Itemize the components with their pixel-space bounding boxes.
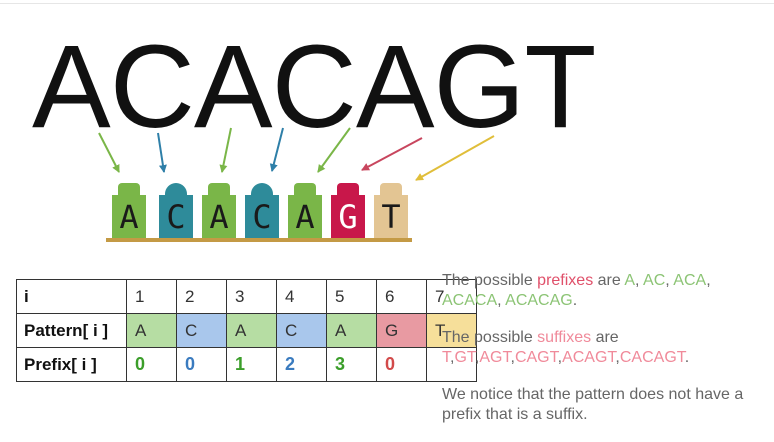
prefixes-word: prefixes bbox=[537, 272, 594, 289]
prefix-item: AC bbox=[643, 272, 666, 289]
pattern-cell: A bbox=[326, 313, 377, 348]
prefix-cell bbox=[426, 347, 477, 382]
conclusion-note: We notice that the pattern does not have… bbox=[442, 386, 744, 423]
block-tab bbox=[380, 183, 402, 196]
prefix-item: ACACA bbox=[442, 292, 498, 309]
top-divider bbox=[0, 3, 774, 4]
block-tab bbox=[294, 183, 316, 196]
block-shelf bbox=[106, 238, 412, 242]
prefix-item: ACACAG bbox=[505, 292, 573, 309]
table-row-pattern: Pattern[ i ] A C A C A G T bbox=[16, 313, 477, 348]
pattern-word: ACACAGT bbox=[32, 21, 596, 153]
index-cell: 6 bbox=[376, 279, 427, 314]
header-i: i bbox=[16, 279, 127, 314]
letter-block: T bbox=[374, 195, 408, 239]
letter-block: C bbox=[245, 195, 279, 239]
index-cell: 7 bbox=[426, 279, 477, 314]
letter-block: A bbox=[288, 195, 322, 239]
block-tab bbox=[208, 183, 230, 196]
suffix-item: ACAGT bbox=[562, 349, 616, 366]
suffix-item: GT bbox=[454, 349, 475, 366]
index-cell: 5 bbox=[326, 279, 377, 314]
index-cell: 3 bbox=[226, 279, 277, 314]
prefix-cell: 0 bbox=[126, 347, 177, 382]
pattern-cell: C bbox=[176, 313, 227, 348]
table-row-index: i 1 2 3 4 5 6 7 bbox=[16, 279, 477, 314]
letter-block: G bbox=[331, 195, 365, 239]
pattern-cell: T bbox=[426, 313, 477, 348]
prefix-cell: 1 bbox=[226, 347, 277, 382]
pattern-cell: A bbox=[226, 313, 277, 348]
suffix-item: AGT bbox=[479, 349, 511, 366]
prefix-item: ACA bbox=[673, 272, 707, 289]
block-tab bbox=[337, 183, 359, 196]
suffixes-word: suffixes bbox=[537, 329, 592, 346]
index-cell: 4 bbox=[276, 279, 327, 314]
header-prefix: Prefix[ i ] bbox=[16, 347, 127, 382]
prefix-cell: 2 bbox=[276, 347, 327, 382]
explanation-text: The possible prefixes are A, AC, ACA, AC… bbox=[442, 271, 772, 442]
index-cell: 2 bbox=[176, 279, 227, 314]
prefix-item: A bbox=[624, 272, 636, 289]
letter-block: C bbox=[159, 195, 193, 239]
suffix-item: T bbox=[442, 349, 450, 366]
pattern-cell: A bbox=[126, 313, 177, 348]
table-row-prefix: Prefix[ i ] 0 0 1 2 3 0 bbox=[16, 347, 477, 382]
pattern-cell: C bbox=[276, 313, 327, 348]
header-pattern: Pattern[ i ] bbox=[16, 313, 127, 348]
block-tab bbox=[165, 183, 187, 196]
prefix-cell: 3 bbox=[326, 347, 377, 382]
prefixes-note: The possible prefixes are A, AC, ACA, AC… bbox=[442, 272, 711, 309]
index-cell: 1 bbox=[126, 279, 177, 314]
prefix-table: i 1 2 3 4 5 6 7 Pattern[ i ] A C A C A G… bbox=[16, 279, 477, 382]
pattern-cell: G bbox=[376, 313, 427, 348]
prefix-cell: 0 bbox=[176, 347, 227, 382]
letter-blocks: A C A C A G T bbox=[106, 183, 412, 242]
prefix-cell: 0 bbox=[376, 347, 427, 382]
suffix-item: CAGT bbox=[514, 349, 558, 366]
letter-block: A bbox=[202, 195, 236, 239]
letter-block: A bbox=[112, 195, 146, 239]
block-tab bbox=[118, 183, 140, 196]
suffix-item: CACAGT bbox=[619, 349, 685, 366]
block-tab bbox=[251, 183, 273, 196]
